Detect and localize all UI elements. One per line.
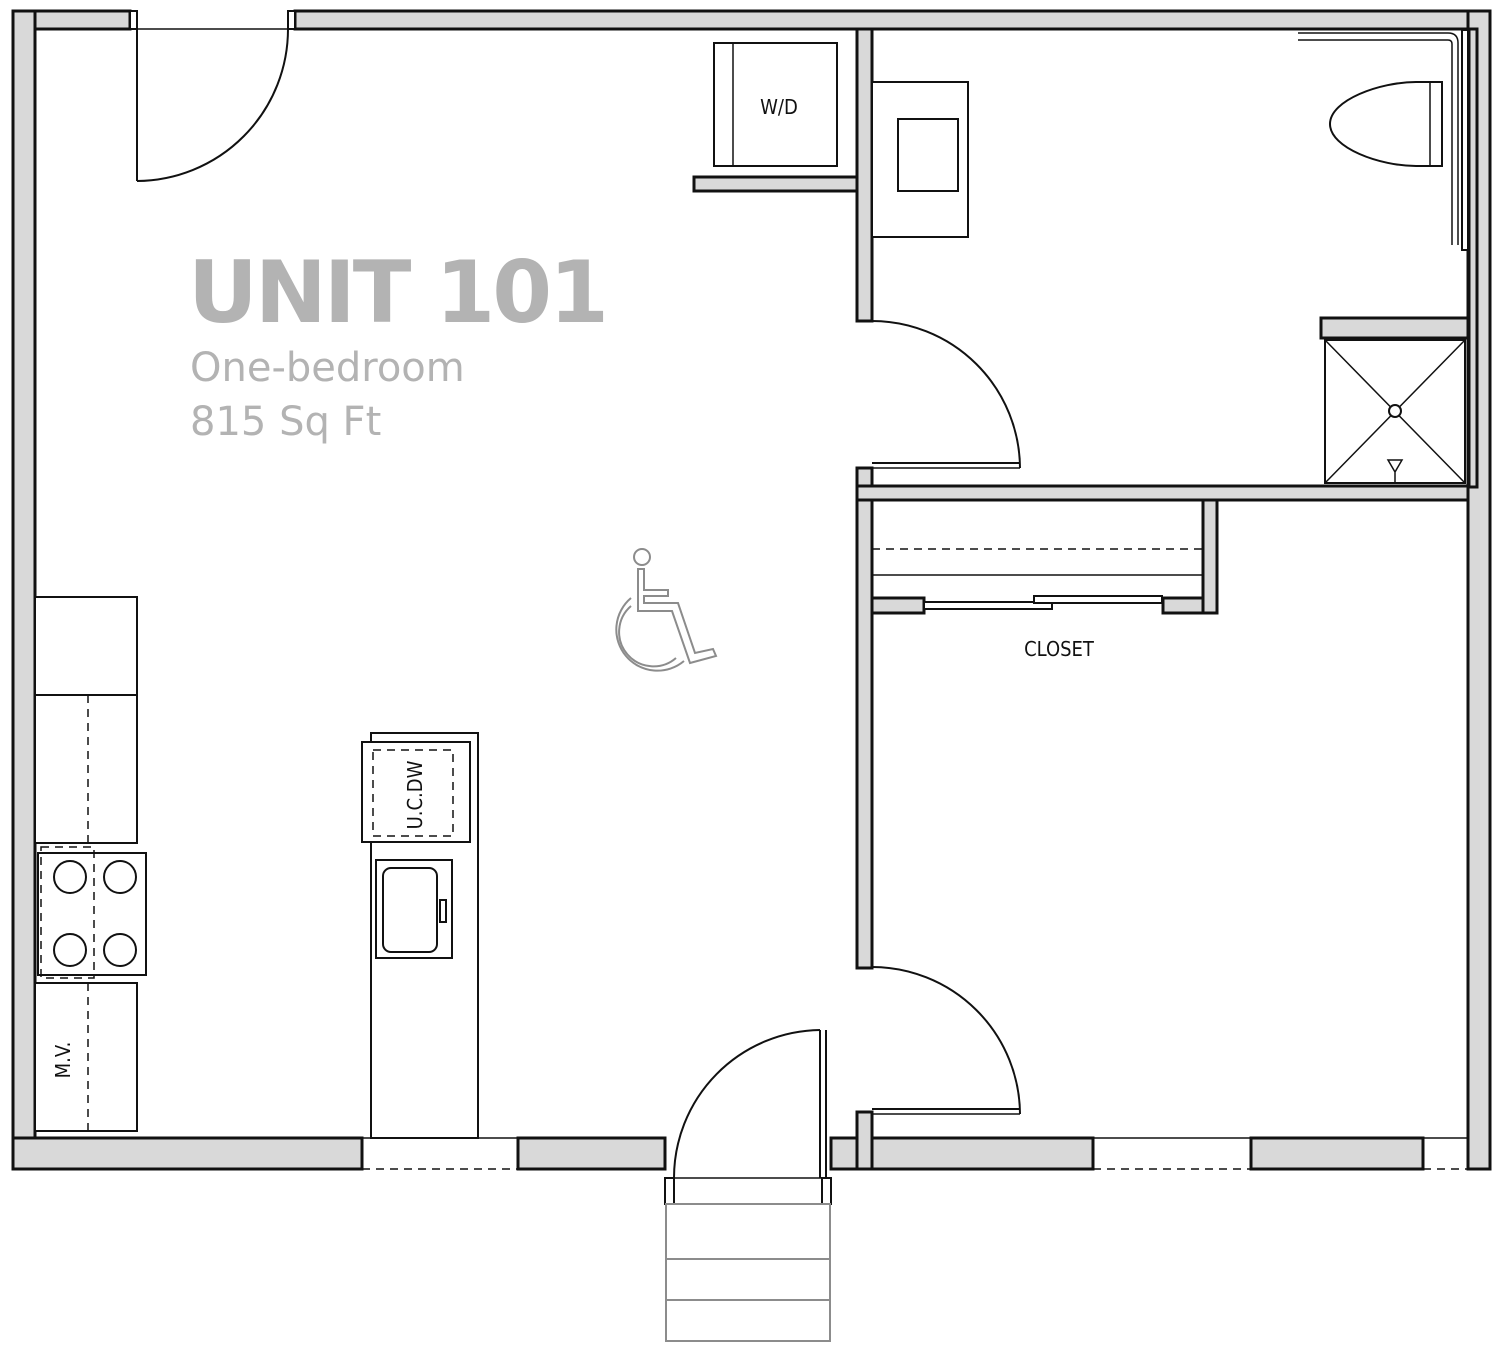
bath-side-panel xyxy=(1467,27,1479,489)
laundry-shelf-wall xyxy=(692,175,859,193)
microwave-label: M.V. xyxy=(51,1042,75,1079)
range-dash-box xyxy=(40,846,95,979)
door-jamb-left xyxy=(129,10,138,30)
wheelchair-accessible-icon xyxy=(615,548,718,672)
washer-dryer-outline xyxy=(713,42,838,167)
closet-slider-left xyxy=(923,601,1053,610)
burner-1 xyxy=(53,860,87,894)
shower-curb xyxy=(1319,316,1470,340)
closet-label: CLOSET xyxy=(1024,637,1095,661)
bottom-wall-2 xyxy=(516,1136,667,1171)
burner-2 xyxy=(103,860,137,894)
bedroom-wall-lower xyxy=(855,1110,874,1171)
doors xyxy=(136,28,1021,1205)
kitchen: M.V. U.C.DW xyxy=(34,596,479,1139)
bottom-wall-1 xyxy=(11,1136,364,1171)
bath-side-rail xyxy=(1461,29,1469,251)
burner-3 xyxy=(53,933,87,967)
closet: CLOSET xyxy=(872,548,1203,661)
grab-bar-inner xyxy=(1298,39,1453,245)
washer-dryer: W/D xyxy=(713,42,838,167)
dishwasher-label: U.C.DW xyxy=(403,760,427,829)
door-jamb-right xyxy=(287,10,296,30)
closet-wall-right xyxy=(1201,498,1219,615)
closet-slider-right xyxy=(1033,595,1163,604)
vanity-sink xyxy=(897,118,959,192)
counter-lower xyxy=(34,982,138,1132)
bottom-wall-4 xyxy=(1249,1136,1425,1171)
rear-door-swing xyxy=(673,1029,821,1179)
top-wall-right xyxy=(293,9,1492,31)
entry-steps xyxy=(665,1203,831,1342)
counter-mid xyxy=(34,694,138,844)
exterior-walls xyxy=(11,9,1492,1171)
shower-drain xyxy=(1388,404,1402,418)
bath-wall-upper xyxy=(855,27,874,323)
bathroom-door-swing xyxy=(871,320,1021,469)
bedroom-wall-upper xyxy=(855,466,874,970)
counter-upper xyxy=(34,596,138,696)
toilet xyxy=(1328,81,1443,167)
sink-faucet xyxy=(439,899,447,923)
unit-title: UNIT 101 xyxy=(188,243,609,343)
unit-type: One-bedroom xyxy=(190,345,465,391)
unit-area: 815 Sq Ft xyxy=(190,399,382,445)
left-wall xyxy=(11,9,37,1171)
dishwasher xyxy=(361,741,471,843)
shower-head xyxy=(1386,459,1404,483)
bedroom-door-swing xyxy=(871,966,1021,1115)
grab-bar xyxy=(1298,32,1459,245)
front-door-swing xyxy=(136,28,289,182)
kitchen-sink-basin xyxy=(382,867,438,953)
interior-walls xyxy=(692,27,1479,1171)
burner-4 xyxy=(103,933,137,967)
bathroom xyxy=(871,29,1469,484)
bottom-wall-3 xyxy=(829,1136,1095,1171)
steps-outline xyxy=(665,1203,831,1342)
rear-door-jamb-left xyxy=(664,1177,675,1205)
bath-bedroom-wall xyxy=(855,484,1470,502)
closet-return-right xyxy=(1161,596,1205,615)
washer-dryer-label: W/D xyxy=(760,95,798,119)
closet-return-left xyxy=(870,596,926,615)
rear-door-jamb-right xyxy=(821,1177,832,1205)
